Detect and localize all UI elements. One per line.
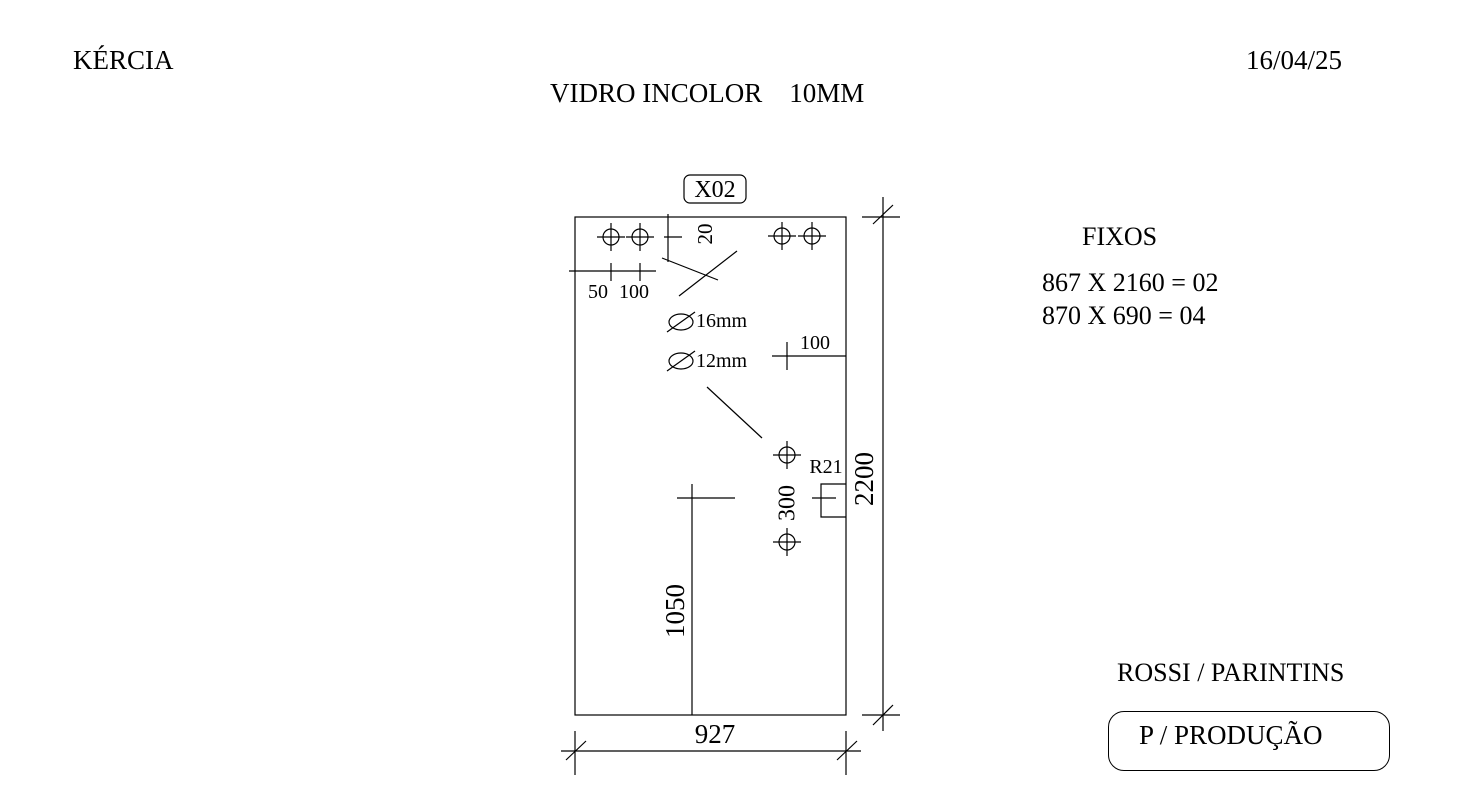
fixos-item: 870 X 690 = 04: [1042, 301, 1206, 330]
lock-notch: [820, 483, 846, 518]
hole-marker: [597, 223, 625, 251]
notch-radius-label: R21: [809, 456, 842, 478]
hole-marker: [773, 441, 801, 469]
width-label: 927: [695, 719, 736, 749]
hole-12mm-label: 12mm: [696, 350, 748, 372]
top-offset-label: 20: [693, 224, 717, 245]
leader-line: [661, 257, 719, 281]
right-offset-label: 100: [800, 332, 830, 354]
status-box: [1108, 711, 1390, 771]
piece-code-box: [683, 174, 747, 204]
height-label: 2200: [849, 452, 879, 506]
hole-marker: [768, 222, 796, 250]
status-label: P / PRODUÇÃO: [1139, 720, 1323, 750]
lock-spacing-label: 300: [775, 485, 801, 521]
client-name: KÉRCIA: [73, 45, 174, 75]
hole-marker: [773, 528, 801, 556]
hole-marker: [798, 222, 826, 250]
destination: ROSSI / PARINTINS: [1117, 658, 1345, 687]
glass-spec: VIDRO INCOLOR 10MM: [550, 78, 865, 108]
piece-code: X02: [694, 177, 735, 203]
drawing-date: 16/04/25: [1246, 45, 1343, 75]
fixos-title: FIXOS: [1082, 222, 1158, 251]
hole-marker: [626, 223, 654, 251]
leader-line: [678, 250, 738, 297]
hole-16mm-label: 16mm: [696, 310, 748, 332]
hole-spacing-label: 100: [619, 281, 649, 303]
diameter-symbol: [666, 311, 696, 333]
fixos-item: 867 X 2160 = 02: [1042, 268, 1219, 297]
left-offset-label: 50: [588, 281, 608, 303]
handle-height-label: 1050: [660, 584, 690, 638]
leader-line: [706, 386, 763, 439]
diameter-symbol: [666, 350, 696, 372]
glass-panel-outline: [574, 216, 847, 716]
